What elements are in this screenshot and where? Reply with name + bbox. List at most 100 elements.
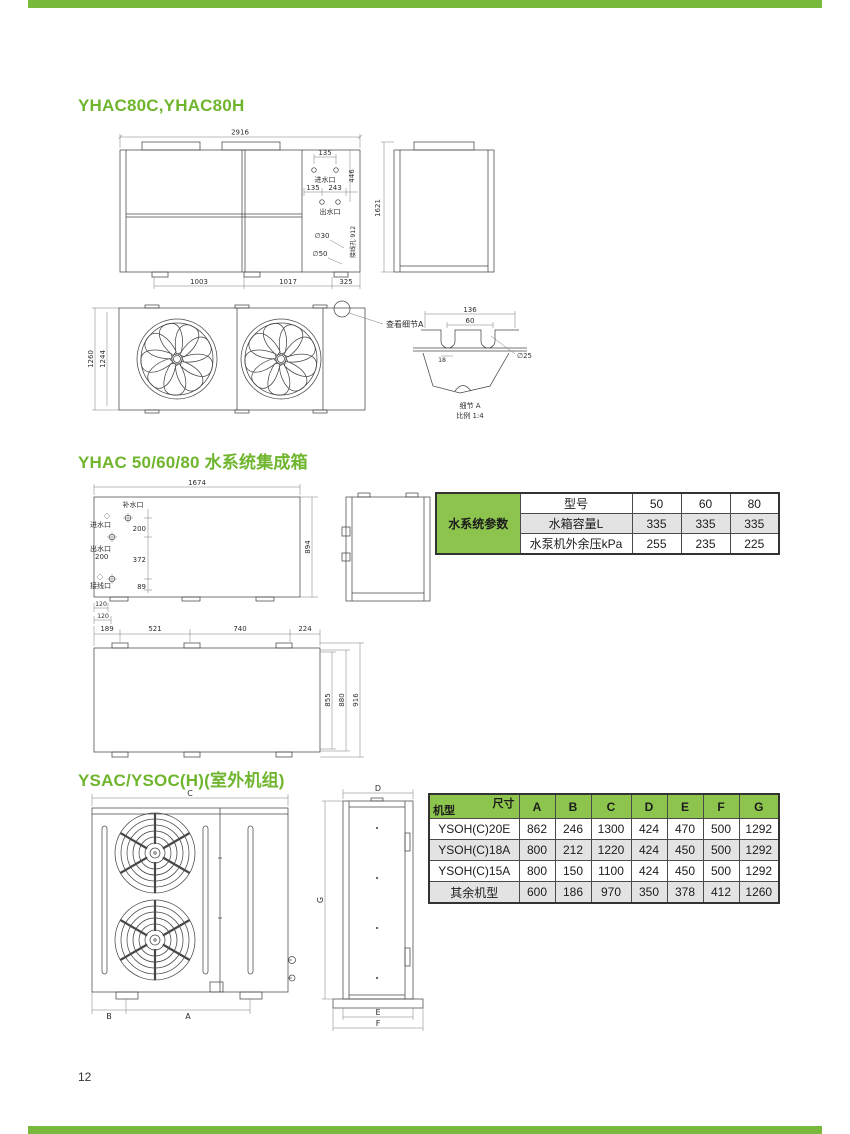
param-label: 水箱容量L [519,513,633,534]
cell: 150 [554,860,592,882]
front-view: 2916 135 进水口 135 243 出水口 ∅30 ∅50 446 [117,129,363,289]
outdoor-unit-side-drawing: D G E F [316,784,424,1031]
corner-cell: 尺寸 机型 [428,793,520,819]
dim-243: 243 [328,184,341,192]
fan-grille [114,812,196,894]
cell: 424 [630,860,668,882]
dim-135b: 135 [306,184,319,192]
table-row: 其余机型 600 186 970 350 378 412 1260 [428,881,780,904]
section2-title: YHAC 50/60/80 水系统集成箱 [78,453,308,472]
dim-1244: 1244 [99,350,107,368]
model-cell: 其余机型 [428,881,520,904]
table-row: YSOH(C)20E 862 246 1300 424 470 500 1292 [428,818,780,840]
dim-d25: ∅25 [517,352,532,360]
table-row-header: 水系统参数 [435,492,521,555]
cell: 424 [630,818,668,840]
dim-60: 60 [466,317,475,325]
cell: 470 [666,818,704,840]
side-view: 1621 [374,141,495,273]
inlet-label: 进水口 [90,520,111,529]
tank-front-view: 1674 补水口 进水口 200 出水口 200 372 接线口 89 120 … [90,479,318,612]
dim-1017: 1017 [279,278,297,286]
detail-a-view: 136 60 18 ∅25 细节 A 比例 1:4 [413,306,532,420]
col-header: D [630,793,668,819]
cell: 1292 [738,860,780,882]
corner-model-label: 机型 [433,805,455,817]
cell: 186 [554,881,592,904]
dim-1260: 1260 [87,350,95,368]
yhac80-top-view-drawing: 1260 1244 查看细节A [87,300,532,420]
cell: 335 [631,513,682,534]
yhac80-front-side-drawing: 2916 135 进水口 135 243 出水口 ∅30 ∅50 446 [117,129,495,289]
cell: 1260 [738,881,780,904]
section3-title: YSAC/YSOC(H)(室外机组) [78,771,285,790]
dim-G: G [316,897,325,903]
water-system-table: 水系统参数 型号 50 60 80 水箱容量L 335 335 335 水泵机外… [435,492,780,555]
fan-2 [240,318,322,400]
cell: 450 [666,860,704,882]
cell: 800 [518,860,556,882]
cell: 60 [680,492,731,514]
dim-B: B [106,1012,112,1021]
tank-side-view [341,492,431,602]
dim-F: F [376,1019,381,1028]
col-header: E [666,793,704,819]
cell: 970 [590,881,632,904]
cell: 412 [702,881,740,904]
outlet-label: 出水口 [320,207,341,216]
dim-189: 189 [100,625,113,633]
tank-front-side-drawing: 1674 补水口 进水口 200 出水口 200 372 接线口 89 120 … [90,479,431,612]
dim-A: A [185,1012,191,1021]
cell: 212 [554,839,592,861]
corner-dimension-label: 尺寸 [492,798,515,810]
cell: 862 [518,818,556,840]
outlet-label: 出水口 [90,544,111,553]
inlet-label: 进水口 [315,175,336,184]
dim-hole-912: 接线孔 912 [349,226,357,258]
cell: 1220 [590,839,632,861]
section1-title: YHAC80C,YHAC80H [78,96,245,115]
dim-880: 880 [338,693,346,706]
dim-C: C [187,789,193,798]
tank-bottom-view-drawing: 120 189 521 740 224 855 880 916 [93,613,364,758]
scale-caption: 比例 1:4 [456,411,484,420]
dim-894: 894 [304,540,312,554]
dim-200b: 200 [95,553,108,561]
table-row: 水泵机外余压kPa 255 235 225 [436,533,780,555]
dimensions-table: 尺寸 机型 A B C D E F G YSOH(C)20E 862 246 1… [428,793,780,904]
makeup-port-label: 补水口 [123,500,144,509]
dim-521: 521 [148,625,161,633]
dim-135-top: 135 [318,149,331,157]
dim-width: 2916 [231,129,249,137]
detail-caption: 细节 A [459,401,480,410]
bottom-accent-bar [28,1126,822,1134]
dim-325: 325 [339,278,352,286]
detail-callout-circle [333,300,351,318]
cell: 600 [518,881,556,904]
dim-136: 136 [463,306,477,314]
cell: 80 [729,492,780,514]
col-header: F [702,793,740,819]
fan-1 [136,318,218,400]
cell: 225 [729,533,780,555]
dim-d30: ∅30 [314,232,329,240]
cell: 246 [554,818,592,840]
cell: 500 [702,818,740,840]
cell: 50 [631,492,682,514]
dim-1003: 1003 [190,278,208,286]
cell: 1300 [590,818,632,840]
dim-89: 89 [137,583,146,591]
cell: 424 [630,839,668,861]
cell: 1100 [590,860,632,882]
dim-224: 224 [298,625,312,633]
dim-916: 916 [352,693,360,707]
dim-200a: 200 [133,525,146,533]
dim-1674: 1674 [188,479,206,487]
cell: 500 [702,839,740,861]
top-accent-bar [28,0,822,8]
see-detail-label: 查看细节A [386,319,424,329]
cell: 1292 [738,818,780,840]
param-label: 型号 [519,492,633,514]
col-header: C [590,793,632,819]
